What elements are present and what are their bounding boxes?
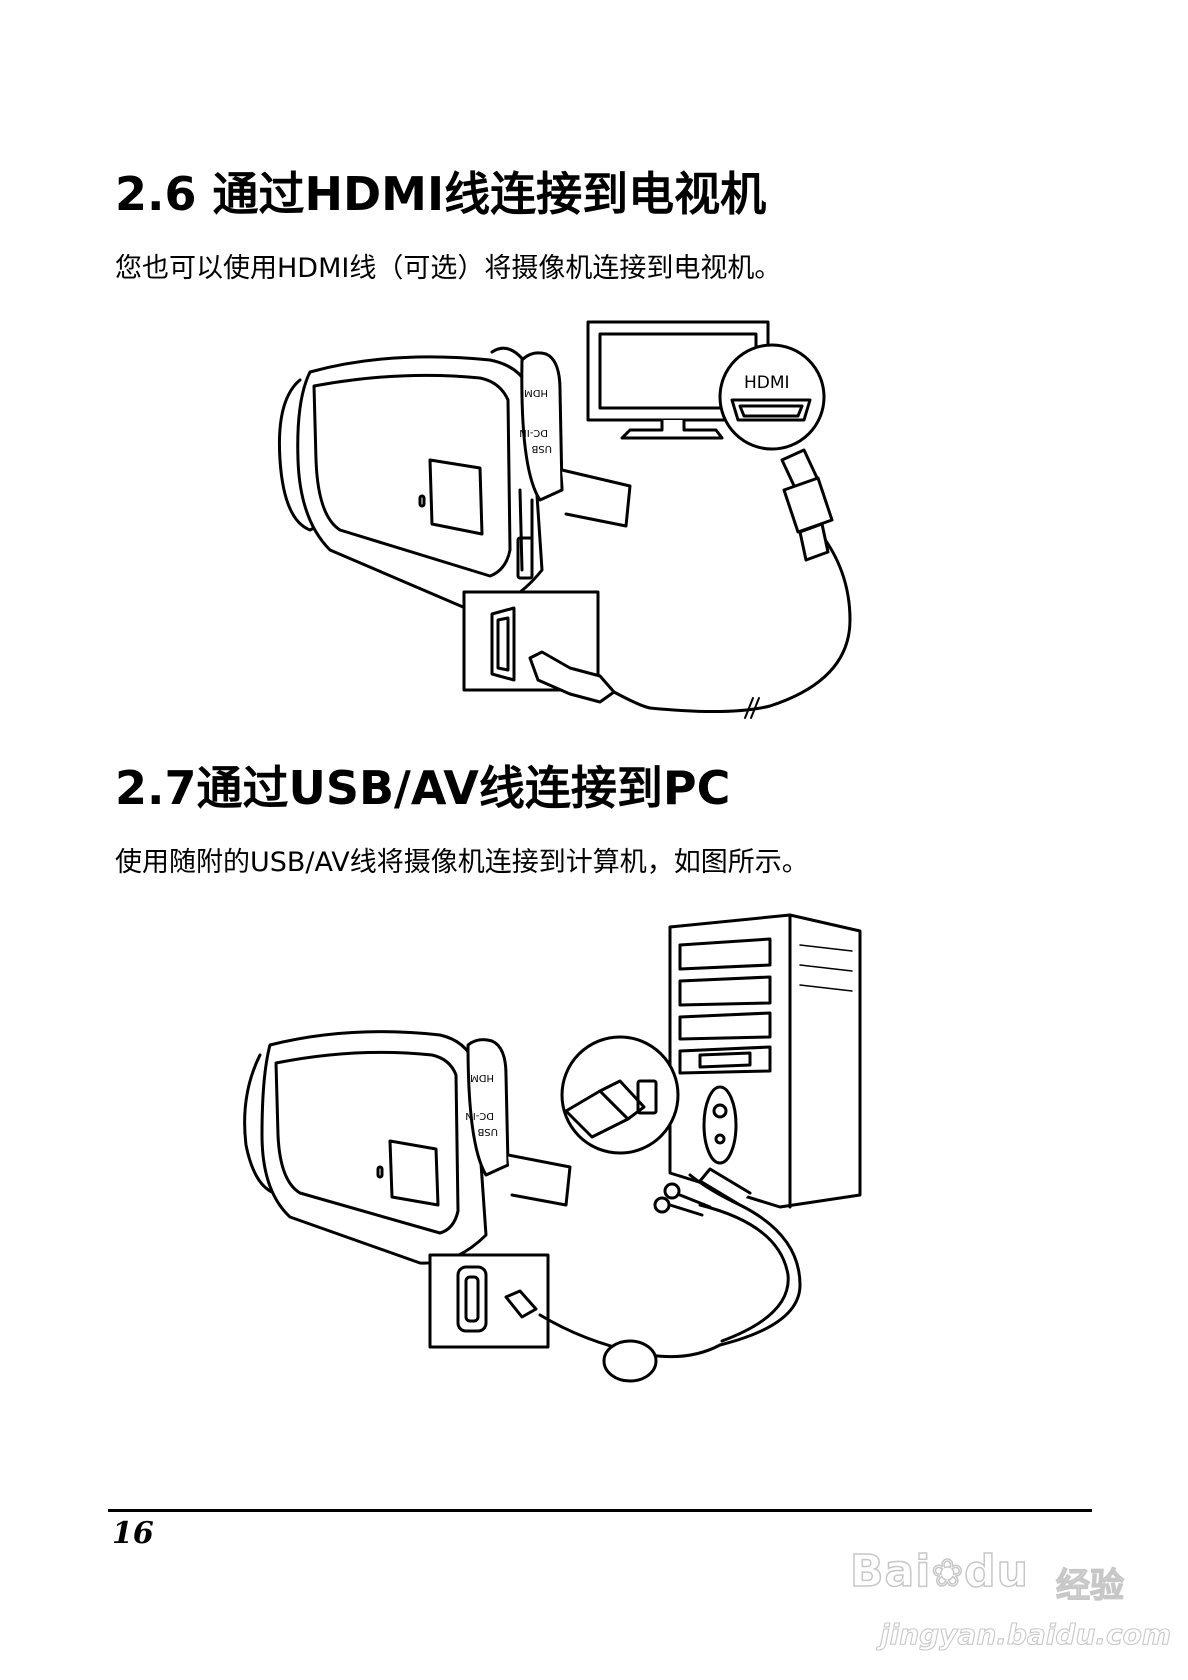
section-body-hdmi: 您也可以使用HDMI线（可选）将摄像机连接到电视机。 — [115, 253, 782, 284]
section-title-usb: 2.7通过USB/AV线连接到PC — [115, 761, 731, 815]
camera-hdmi-label: HDMI — [521, 387, 548, 398]
watermark-url: jingyan.baidu.com — [879, 1617, 1172, 1651]
camcorder-icon: HDMI DC-IN USB — [243, 1030, 572, 1265]
usb-port-inset — [428, 1253, 550, 1349]
page-number: 16 — [112, 1516, 154, 1551]
baidu-watermark: Bai❀du 经验 jingyan.baidu.com — [849, 1540, 1171, 1670]
hdmi-plug-icon — [780, 448, 834, 562]
usb-av-connection-illustration: HDMI DC-IN USB — [243, 913, 862, 1383]
camcorder-icon: HDMI DC-IN USB — [277, 346, 632, 612]
pc-tower-icon — [668, 913, 862, 1209]
section-title-hdmi: 2.6 通过HDMI线连接到电视机 — [115, 167, 767, 221]
camera-usb-label: USB — [531, 443, 552, 454]
usb-port-magnifier — [560, 1035, 680, 1155]
hdmi-connection-illustration: HDMI DC-IN USB HDMI — [277, 320, 852, 719]
hdmi-port-inset — [462, 590, 652, 710]
camera-dcin-label-2: DC-IN — [465, 1110, 494, 1121]
paw-icon: ❀ — [931, 1550, 965, 1596]
footer-rule — [108, 1509, 1092, 1512]
camera-hdmi-label-2: HDMI — [467, 1072, 494, 1083]
hdmi-label: HDMI — [744, 373, 790, 393]
watermark-sub: 经验 — [1055, 1565, 1124, 1606]
watermark-brand: Bai❀du — [849, 1545, 1029, 1598]
camera-usb-label-2: USB — [477, 1126, 498, 1137]
camera-dcin-label: DC-IN — [519, 427, 548, 438]
section-body-usb: 使用随附的USB/AV线将摄像机连接到计算机，如图所示。 — [115, 847, 809, 878]
hdmi-port-magnifier: HDMI — [718, 343, 826, 451]
